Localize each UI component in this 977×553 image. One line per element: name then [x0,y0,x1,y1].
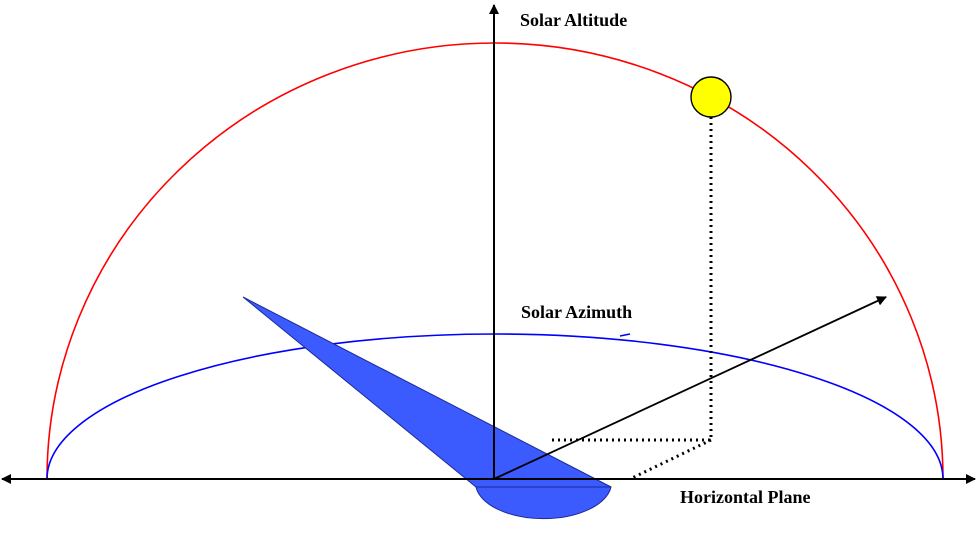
sundial-base [476,487,611,519]
sun-projection-lines [550,117,711,440]
sun-projection-diagonal [630,440,711,479]
sun-icon [691,77,731,117]
sun-direction-arrow [494,297,886,479]
solar-altitude-label: Solar Altitude [520,10,627,30]
solar-azimuth-label: Solar Azimuth [521,302,632,322]
sundial-shadow [243,297,611,487]
sundial-gnomon-icon [243,297,611,519]
azimuth-arc-tick [620,334,630,336]
horizontal-plane-label: Horizontal Plane [680,487,810,507]
